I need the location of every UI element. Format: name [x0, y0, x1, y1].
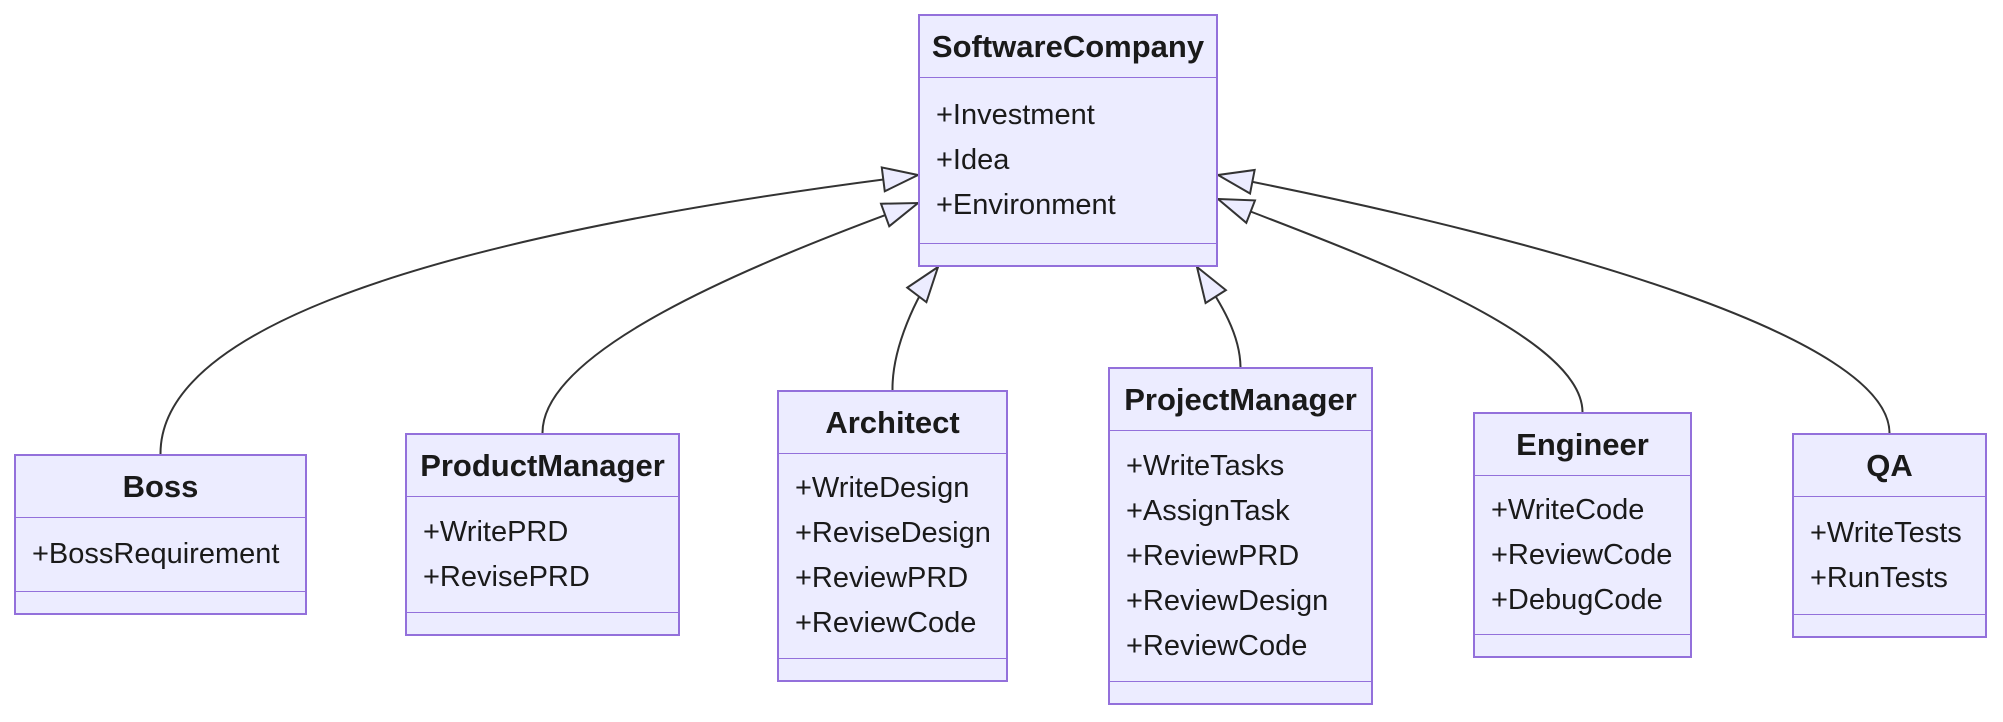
- class-attribute: +Idea: [936, 144, 1010, 176]
- class-attribute: +WritePRD: [423, 515, 569, 548]
- class-attribute: +RevisePRD: [423, 560, 590, 593]
- class-engineer-methods-empty: [1475, 634, 1690, 656]
- class-boss-methods-empty: [16, 591, 305, 613]
- class-attribute: +ReviewCode: [1491, 538, 1673, 571]
- class-attribute: +ReviewPRD: [1126, 539, 1300, 572]
- class-productmanager: ProductManager +WritePRD +RevisePRD: [405, 433, 680, 636]
- class-engineer-title: Engineer: [1475, 414, 1690, 476]
- class-attribute: +WriteCode: [1491, 493, 1645, 526]
- class-engineer-attributes: +WriteCode +ReviewCode +DebugCode: [1475, 476, 1690, 634]
- edge-engineer-inheritance: [1218, 199, 1584, 413]
- class-projectmanager: ProjectManager +WriteTasks +AssignTask +…: [1108, 367, 1373, 705]
- class-attribute: +ReviewPRD: [795, 562, 969, 594]
- class-qa: QA +WriteTests +RunTests: [1792, 433, 1987, 638]
- class-qa-title: QA: [1794, 435, 1985, 497]
- class-attribute: +ReviseDesign: [795, 517, 991, 549]
- class-architect-attributes: +WriteDesign +ReviseDesign +ReviewPRD +R…: [779, 454, 1006, 658]
- class-productmanager-title: ProductManager: [407, 435, 678, 497]
- class-boss: Boss +BossRequirement: [14, 454, 307, 615]
- class-attribute: +DebugCode: [1491, 583, 1663, 616]
- class-productmanager-attributes: +WritePRD +RevisePRD: [407, 497, 678, 612]
- class-attribute: +Investment: [936, 99, 1095, 131]
- class-qa-methods-empty: [1794, 614, 1985, 636]
- edge-productmanager-inheritance: [541, 203, 918, 434]
- class-softwarecompany-methods-empty: [920, 243, 1216, 265]
- class-attribute: +ReviewCode: [1126, 629, 1308, 662]
- class-softwarecompany-title: SoftwareCompany: [920, 16, 1216, 78]
- class-projectmanager-methods-empty: [1110, 681, 1371, 703]
- class-qa-attributes: +WriteTests +RunTests: [1794, 497, 1985, 614]
- class-projectmanager-title: ProjectManager: [1110, 369, 1371, 431]
- class-softwarecompany-attributes: +Investment +Idea +Environment: [920, 78, 1216, 243]
- class-boss-attributes: +BossRequirement: [16, 518, 305, 591]
- class-attribute: +BossRequirement: [32, 538, 280, 570]
- edge-boss-inheritance: [159, 175, 918, 455]
- class-attribute: +Environment: [936, 189, 1116, 221]
- class-boss-title: Boss: [16, 456, 305, 518]
- class-attribute: +ReviewCode: [795, 607, 977, 639]
- class-architect-methods-empty: [779, 658, 1006, 680]
- class-engineer: Engineer +WriteCode +ReviewCode +DebugCo…: [1473, 412, 1692, 658]
- edge-qa-inheritance: [1218, 175, 1891, 434]
- class-attribute: +ReviewDesign: [1126, 584, 1329, 617]
- class-attribute: +WriteTests: [1810, 516, 1962, 549]
- class-productmanager-methods-empty: [407, 612, 678, 634]
- class-architect: Architect +WriteDesign +ReviseDesign +Re…: [777, 390, 1008, 682]
- edge-projectmanager-inheritance: [1197, 267, 1242, 368]
- class-attribute: +WriteTasks: [1126, 449, 1285, 482]
- class-attribute: +AssignTask: [1126, 494, 1290, 527]
- edge-architect-inheritance: [891, 267, 938, 391]
- class-projectmanager-attributes: +WriteTasks +AssignTask +ReviewPRD +Revi…: [1110, 431, 1371, 681]
- class-softwarecompany: SoftwareCompany +Investment +Idea +Envir…: [918, 14, 1218, 267]
- class-architect-title: Architect: [779, 392, 1006, 454]
- class-attribute: +RunTests: [1810, 561, 1948, 594]
- class-attribute: +WriteDesign: [795, 472, 970, 504]
